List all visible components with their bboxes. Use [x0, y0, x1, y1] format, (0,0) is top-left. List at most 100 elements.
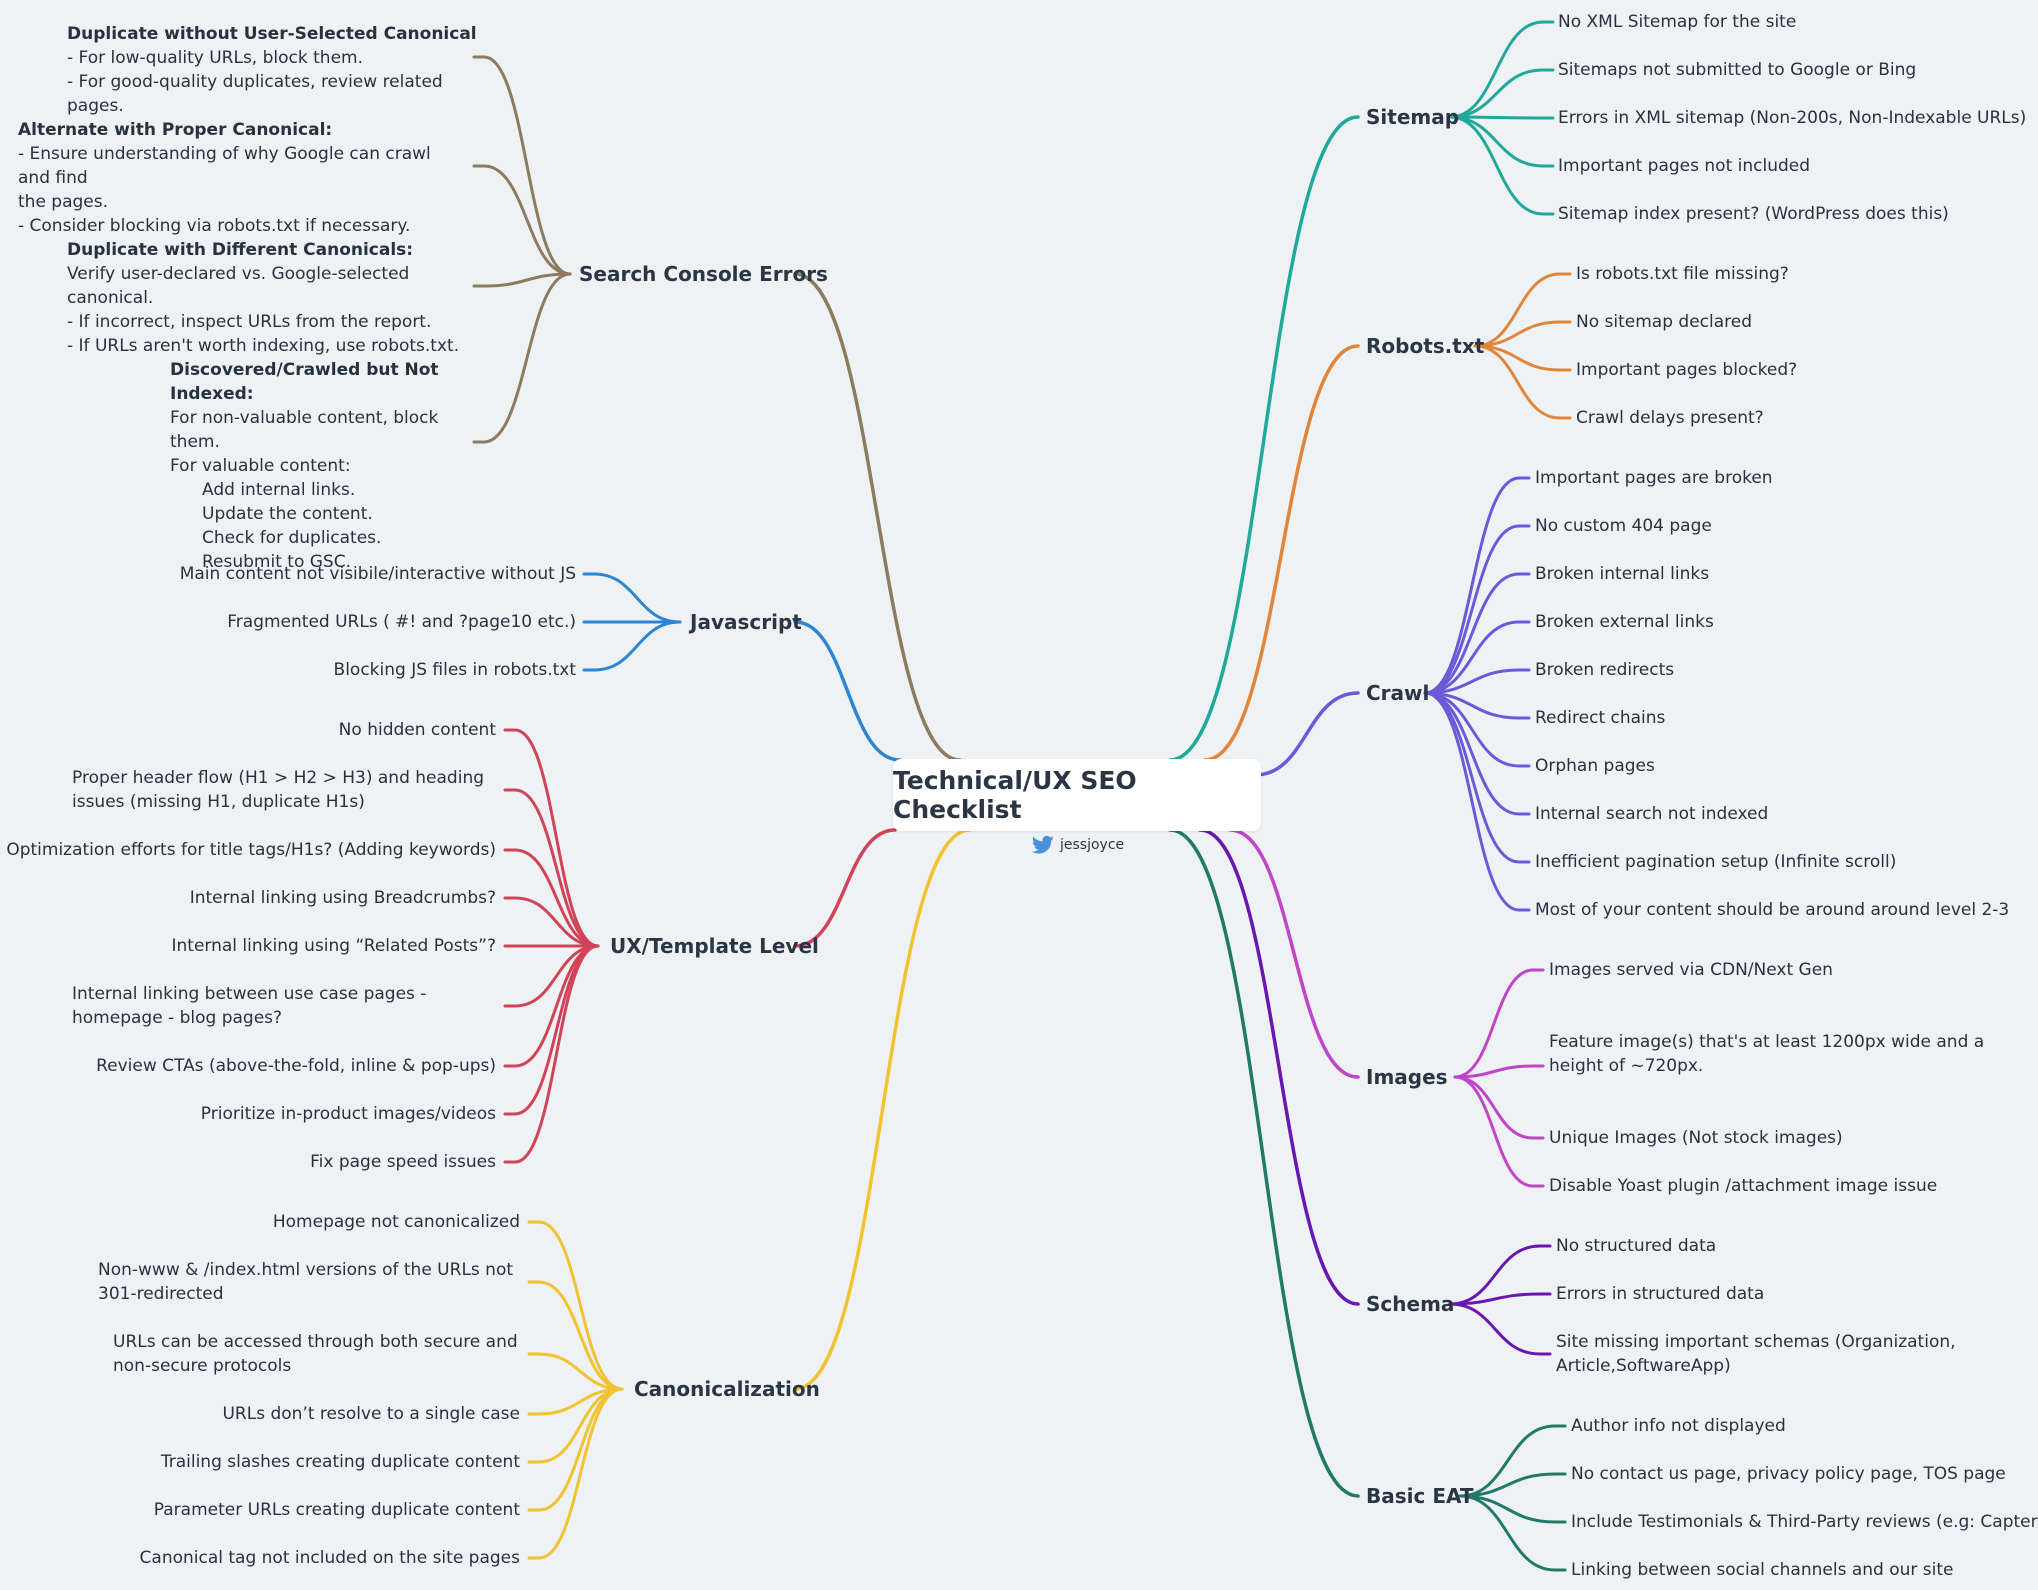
- leaf-connector-crawl: [1423, 572, 1521, 695]
- images-item[interactable]: Images served via CDN/Next Gen: [1549, 960, 1833, 980]
- crawl-item[interactable]: Orphan pages: [1535, 756, 1655, 776]
- search-console-line: - For low-quality URLs, block them.: [67, 48, 363, 68]
- leaf-connector-search_console: [482, 272, 572, 288]
- branch-robots[interactable]: Robots.txt: [1366, 334, 1485, 358]
- leaf-connector-ux: [513, 944, 600, 1008]
- ux-item[interactable]: Fix page speed issues: [310, 1152, 496, 1172]
- crawl-item[interactable]: Broken redirects: [1535, 660, 1675, 680]
- robots-item[interactable]: No sitemap declared: [1576, 312, 1753, 332]
- search-console-heading: Alternate with Proper Canonical:: [18, 120, 333, 140]
- leaf-connector-crawl: [1423, 476, 1521, 695]
- crawl-item[interactable]: Important pages are broken: [1535, 468, 1773, 488]
- ux-item[interactable]: Internal linking between use case pages …: [72, 984, 427, 1028]
- robots-item[interactable]: Is robots.txt file missing?: [1576, 264, 1789, 284]
- search-console-line: Verify user-declared vs. Google-selected…: [67, 264, 410, 308]
- branch-images[interactable]: Images: [1366, 1065, 1448, 1089]
- ux-item[interactable]: Internal linking using Breadcrumbs?: [189, 888, 496, 908]
- search-console-heading: Duplicate without User-Selected Canonica…: [67, 24, 477, 44]
- ux-item[interactable]: Prioritize in-product images/videos: [200, 1104, 496, 1124]
- search-console-line: Add internal links.: [202, 480, 356, 500]
- eat-item[interactable]: Include Testimonials & Third-Party revie…: [1571, 1512, 2038, 1532]
- crawl-item[interactable]: No custom 404 page: [1535, 516, 1712, 536]
- sitemap-item[interactable]: Sitemaps not submitted to Google or Bing: [1558, 60, 1917, 80]
- search-console-heading: Duplicate with Different Canonicals:: [67, 240, 414, 260]
- leaf-connector-sitemap: [1448, 115, 1545, 216]
- leaf-connector-javascript: [592, 572, 682, 624]
- leaf-connector-ux: [513, 848, 600, 948]
- search-console-line: For non-valuable content, block them.: [170, 408, 439, 452]
- search-console-heading: Discovered/Crawled but Not Indexed:: [170, 360, 439, 404]
- eat-item[interactable]: Linking between social channels and our …: [1571, 1560, 1954, 1580]
- javascript-item[interactable]: Blocking JS files in robots.txt: [333, 660, 576, 680]
- canonical-item[interactable]: Trailing slashes creating duplicate cont…: [160, 1452, 520, 1472]
- search-console-item[interactable]: Duplicate without User-Selected Canonica…: [67, 22, 487, 118]
- branch-ux-template[interactable]: UX/Template Level: [610, 934, 819, 958]
- branch-crawl[interactable]: Crawl: [1366, 681, 1430, 705]
- images-item[interactable]: Unique Images (Not stock images): [1549, 1128, 1843, 1148]
- branch-connector-search_console: [793, 272, 962, 762]
- canonical-item[interactable]: Parameter URLs creating duplicate conten…: [153, 1500, 520, 1520]
- root-node[interactable]: Technical/UX SEO Checklist: [893, 759, 1261, 831]
- search-console-line: - If URLs aren't worth indexing, use rob…: [67, 336, 460, 356]
- ux-item[interactable]: Internal linking using “Related Posts”?: [171, 936, 496, 956]
- leaf-connector-eat: [1458, 1424, 1557, 1498]
- canonical-item[interactable]: Non-www & /index.html versions of the UR…: [98, 1260, 514, 1304]
- schema-item[interactable]: No structured data: [1556, 1236, 1717, 1256]
- ux-item[interactable]: Optimization efforts for title tags/H1s?…: [6, 840, 496, 860]
- search-console-line: For valuable content:: [170, 456, 351, 476]
- images-item[interactable]: Disable Yoast plugin /attachment image i…: [1549, 1176, 1938, 1196]
- canonical-item[interactable]: Canonical tag not included on the site p…: [139, 1548, 520, 1568]
- leaf-connector-images: [1453, 1075, 1535, 1188]
- ux-item[interactable]: No hidden content: [338, 720, 496, 740]
- ux-item[interactable]: Review CTAs (above-the-fold, inline & po…: [96, 1056, 496, 1076]
- eat-item[interactable]: No contact us page, privacy policy page,…: [1571, 1464, 2006, 1484]
- crawl-item[interactable]: Internal search not indexed: [1535, 804, 1769, 824]
- sitemap-item[interactable]: Sitemap index present? (WordPress does t…: [1558, 204, 1949, 224]
- branch-schema[interactable]: Schema: [1366, 1292, 1455, 1316]
- schema-item[interactable]: Site missing important schemas (Organiza…: [1556, 1332, 1956, 1376]
- javascript-item[interactable]: Fragmented URLs ( #! and ?page10 etc.): [227, 612, 576, 632]
- search-console-item[interactable]: Duplicate with Different Canonicals: Ver…: [67, 238, 487, 358]
- leaf-connector-robots: [1473, 272, 1562, 348]
- crawl-item[interactable]: Broken internal links: [1535, 564, 1710, 584]
- ux-item[interactable]: Proper header flow (H1 > H2 > H3) and he…: [72, 768, 485, 812]
- branch-connector-canonical: [793, 828, 972, 1391]
- branch-eat[interactable]: Basic EAT: [1366, 1484, 1474, 1508]
- leaf-connector-robots: [1473, 344, 1562, 420]
- search-console-line: - For good-quality duplicates, review re…: [67, 72, 443, 116]
- canonical-item[interactable]: URLs can be accessed through both secure…: [113, 1332, 518, 1376]
- leaf-connector-search_console: [482, 164, 572, 276]
- robots-item[interactable]: Important pages blocked?: [1576, 360, 1798, 380]
- canonical-item[interactable]: Homepage not canonicalized: [272, 1212, 520, 1232]
- crawl-item[interactable]: Redirect chains: [1535, 708, 1666, 728]
- eat-item[interactable]: Author info not displayed: [1571, 1416, 1786, 1436]
- leaf-connector-robots: [1473, 320, 1562, 348]
- crawl-item[interactable]: Broken external links: [1535, 612, 1714, 632]
- branch-search-console[interactable]: Search Console Errors: [579, 262, 828, 286]
- sitemap-item[interactable]: No XML Sitemap for the site: [1558, 12, 1797, 32]
- leaf-connector-crawl: [1423, 668, 1521, 695]
- leaf-connector-ux: [513, 896, 600, 948]
- root-title: Technical/UX SEO Checklist: [893, 766, 1137, 824]
- leaf-connector-images: [1453, 1064, 1535, 1079]
- schema-item[interactable]: Errors in structured data: [1556, 1284, 1765, 1304]
- branch-javascript[interactable]: Javascript: [690, 610, 802, 634]
- crawl-item[interactable]: Most of your content should be around ar…: [1535, 900, 2010, 920]
- branch-connector-sitemap: [1168, 115, 1360, 762]
- search-console-item[interactable]: Discovered/Crawled but Not Indexed: For …: [170, 358, 490, 574]
- sitemap-item[interactable]: Important pages not included: [1558, 156, 1811, 176]
- sitemap-item[interactable]: Errors in XML sitemap (Non-200s, Non-Ind…: [1558, 108, 2027, 128]
- leaf-connector-eat: [1458, 1494, 1557, 1572]
- javascript-item[interactable]: Main content not visibile/interactive wi…: [179, 564, 576, 584]
- images-item[interactable]: Feature image(s) that's at least 1200px …: [1549, 1032, 1985, 1076]
- search-console-item[interactable]: Alternate with Proper Canonical: - Ensur…: [18, 118, 468, 238]
- robots-item[interactable]: Crawl delays present?: [1576, 408, 1764, 428]
- search-console-line: the pages.: [18, 192, 109, 212]
- branch-canonicalization[interactable]: Canonicalization: [634, 1377, 820, 1401]
- leaf-connector-eat: [1458, 1472, 1557, 1498]
- branch-sitemap[interactable]: Sitemap: [1366, 105, 1460, 129]
- canonical-item[interactable]: URLs don’t resolve to a single case: [222, 1404, 520, 1424]
- leaf-connector-crawl: [1423, 620, 1521, 695]
- crawl-item[interactable]: Inefficient pagination setup (Infinite s…: [1535, 852, 1897, 872]
